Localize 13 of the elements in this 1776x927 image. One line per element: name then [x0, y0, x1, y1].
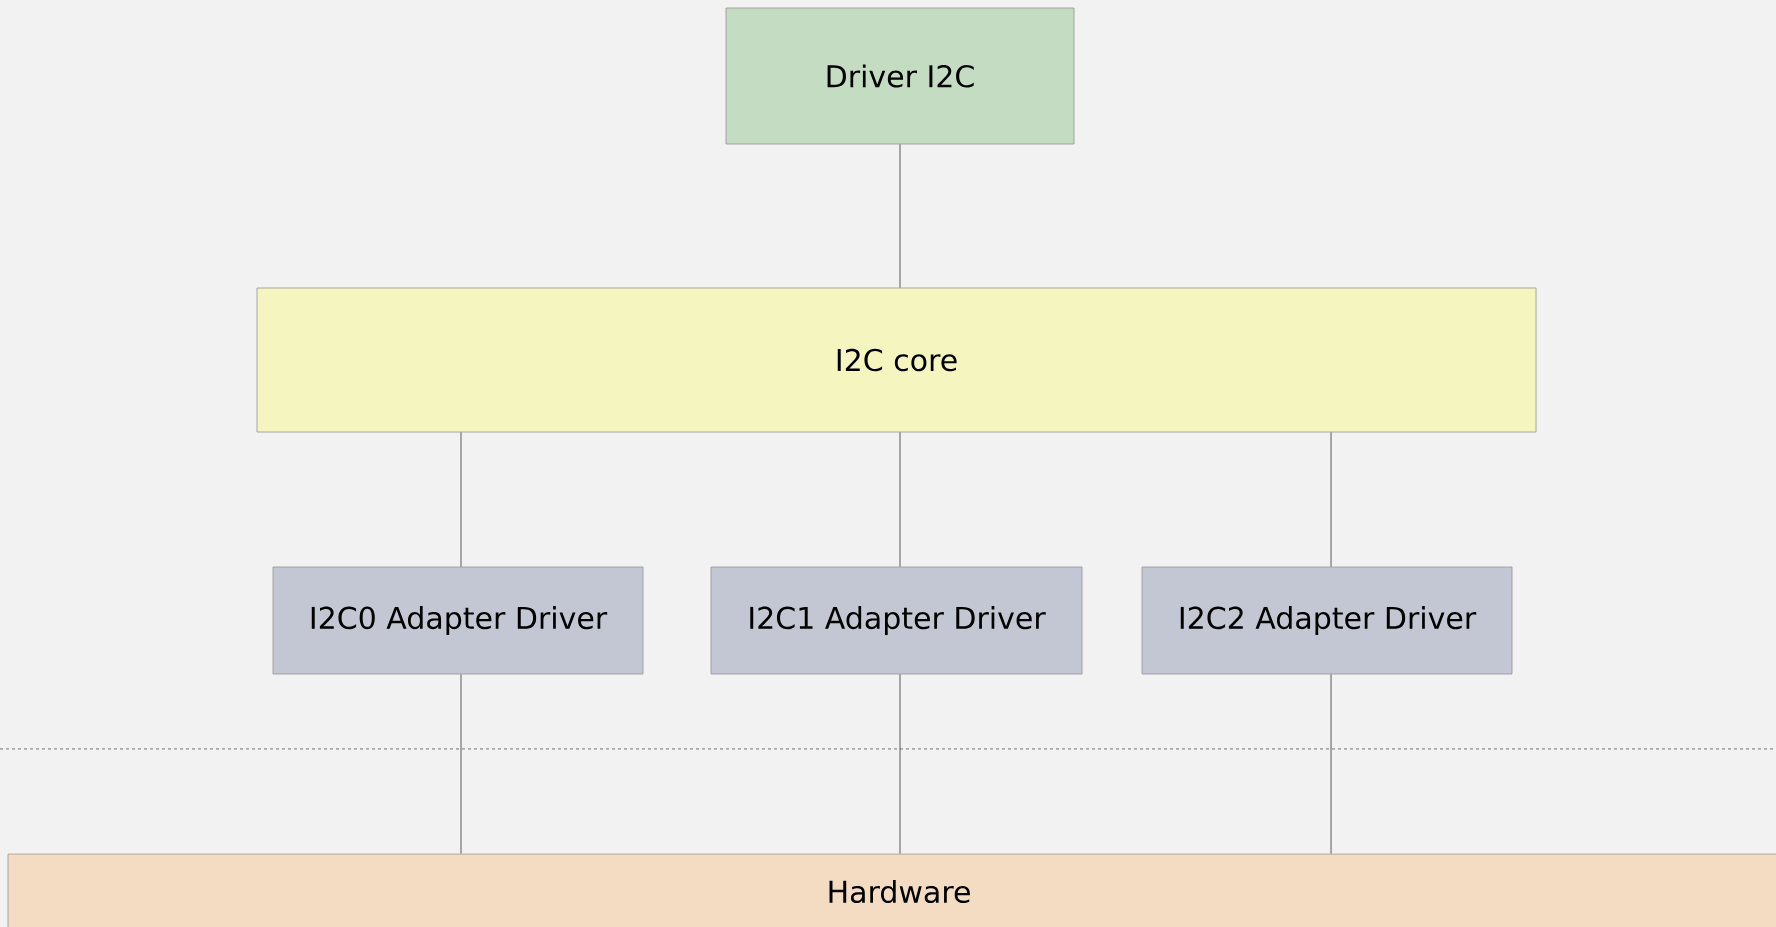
- connector-line: [460, 674, 462, 854]
- adapter-box: I2C0 Adapter Driver: [272, 566, 644, 675]
- hardware-band: Hardware: [7, 853, 1776, 927]
- core-box: I2C core: [256, 287, 1537, 433]
- adapter-box: I2C1 Adapter Driver: [710, 566, 1083, 675]
- connector-line: [899, 144, 901, 288]
- connector-line: [460, 432, 462, 567]
- adapter-box: I2C2 Adapter Driver: [1141, 566, 1513, 675]
- driver-box: Driver I2C: [725, 7, 1075, 145]
- connector-line: [899, 674, 901, 854]
- connector-line: [899, 432, 901, 567]
- connector-line: [1330, 432, 1332, 567]
- connector-line: [1330, 674, 1332, 854]
